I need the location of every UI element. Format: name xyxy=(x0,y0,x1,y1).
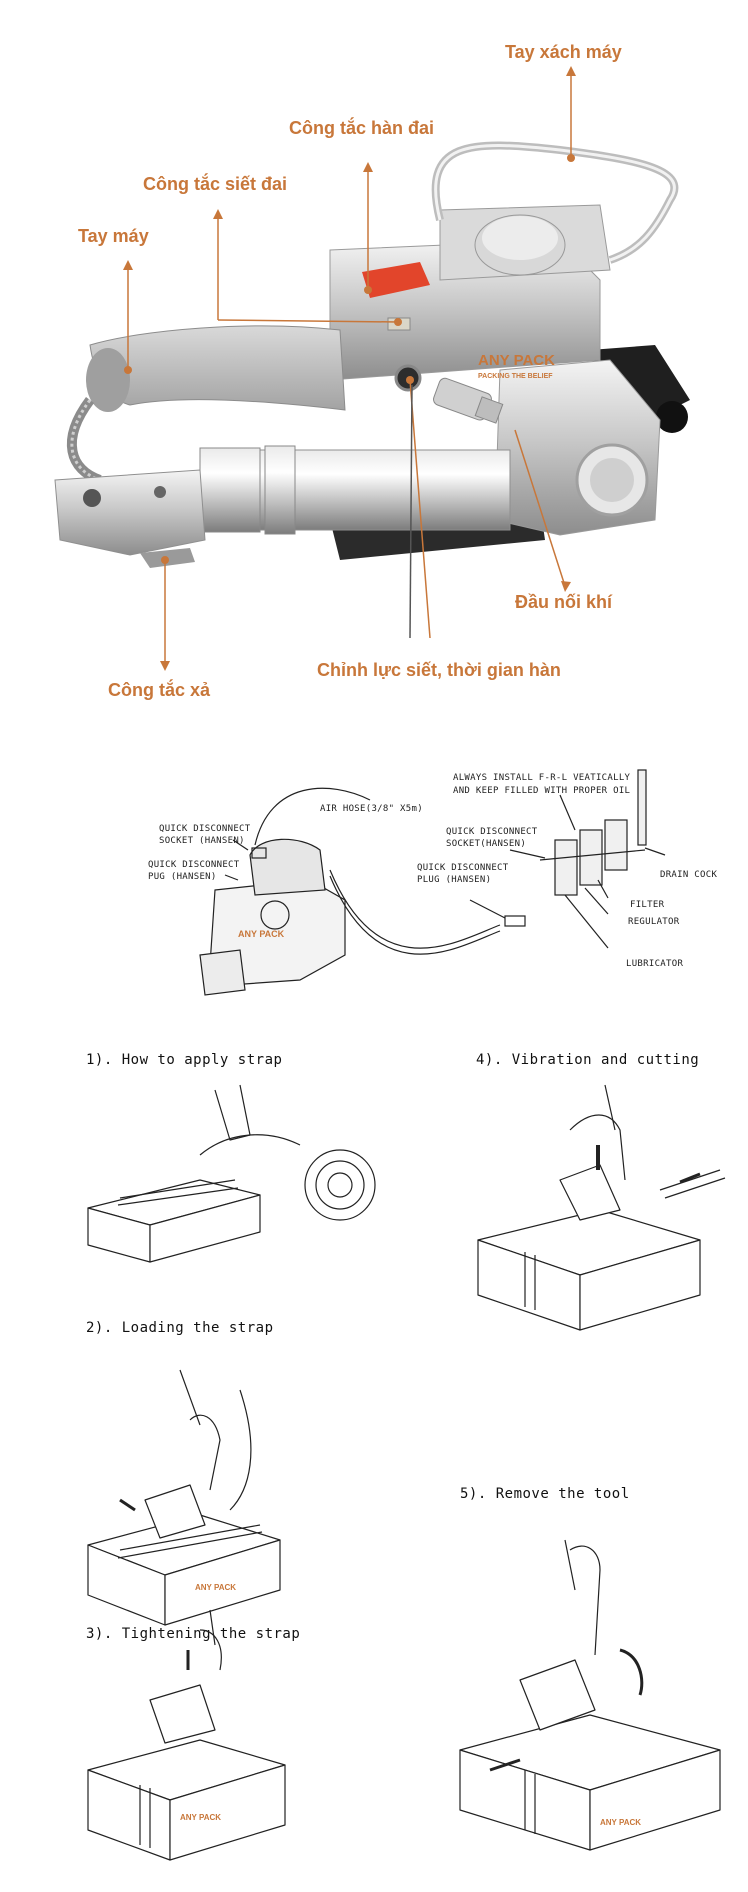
label-chinh-luc-siet: Chỉnh lực siết, thời gian hàn xyxy=(317,660,561,680)
label-air-hose: AIR HOSE(3/8" X5m) xyxy=(320,804,423,814)
step-3-brand: ANY PACK xyxy=(180,1813,221,1822)
step-2-title: 2). Loading the strap xyxy=(86,1320,274,1336)
brand-tagline: PACKING THE BELIEF xyxy=(478,373,553,380)
step-5-title: 5). Remove the tool xyxy=(460,1486,630,1502)
step-1-box xyxy=(87,1084,376,1263)
step-5-brand: ANY PACK xyxy=(600,1818,641,1827)
usage-steps-illustration: ANY PACK ANY PACK ANY PACK xyxy=(87,1084,726,1861)
roller-arm xyxy=(590,345,690,420)
label-qd-socket-left-2: SOCKET (HANSEN) xyxy=(159,836,245,846)
braided-hose xyxy=(67,397,102,485)
note-always-install-1: ALWAYS INSTALL F-R-L VEATICALLY xyxy=(453,773,631,783)
release-block xyxy=(54,469,206,556)
label-qd-socket-right-2: SOCKET(HANSEN) xyxy=(446,839,527,849)
label-cong-tac-han-dai: Công tắc hàn đai xyxy=(289,118,435,138)
step-3-box: ANY PACK xyxy=(87,1609,286,1861)
label-qd-socket-right-1: QUICK DISCONNECT xyxy=(446,827,538,837)
tool-illustration: ANY PACK PACKING THE BELIEF xyxy=(54,66,690,671)
schematic-brand: ANY PACK xyxy=(238,929,285,939)
step-2-brand: ANY PACK xyxy=(195,1583,236,1592)
air-schematic: ANY PACK xyxy=(199,769,666,996)
label-qd-socket-left-1: QUICK DISCONNECT xyxy=(159,824,251,834)
note-always-install-2: AND KEEP FILLED WITH PROPER OIL xyxy=(453,786,631,796)
step-2-box: ANY PACK xyxy=(87,1369,281,1626)
label-drain-cock: DRAIN COCK xyxy=(660,870,718,880)
label-qd-plug-right-1: QUICK DISCONNECT xyxy=(417,863,509,873)
brand-logo: ANY PACK xyxy=(478,352,555,369)
step-1-title: 1). How to apply strap xyxy=(86,1052,283,1068)
label-qd-plug-left-1: QUICK DISCONNECT xyxy=(148,860,240,870)
label-qd-plug-left-2: PUG (HANSEN) xyxy=(148,872,217,882)
step-4-title: 4). Vibration and cutting xyxy=(476,1052,700,1068)
label-dau-noi-khi: Đầu nối khí xyxy=(515,592,613,612)
label-regulator: REGULATOR xyxy=(628,917,680,927)
label-tay-xach-may: Tay xách máy xyxy=(505,42,622,62)
step-3-title: 3). Tightening the strap xyxy=(86,1626,301,1642)
weld-switch xyxy=(362,262,430,298)
label-filter: FILTER xyxy=(630,900,665,910)
label-cong-tac-xa: Công tắc xả xyxy=(108,680,211,700)
label-cong-tac-siet-dai: Công tắc siết đai xyxy=(143,174,288,194)
label-tay-may: Tay máy xyxy=(78,226,149,246)
step-4-box xyxy=(477,1084,726,1331)
label-qd-plug-right-2: PLUG (HANSEN) xyxy=(417,875,492,885)
label-lubricator: LUBRICATOR xyxy=(626,959,684,969)
step-5-box: ANY PACK xyxy=(459,1539,721,1851)
